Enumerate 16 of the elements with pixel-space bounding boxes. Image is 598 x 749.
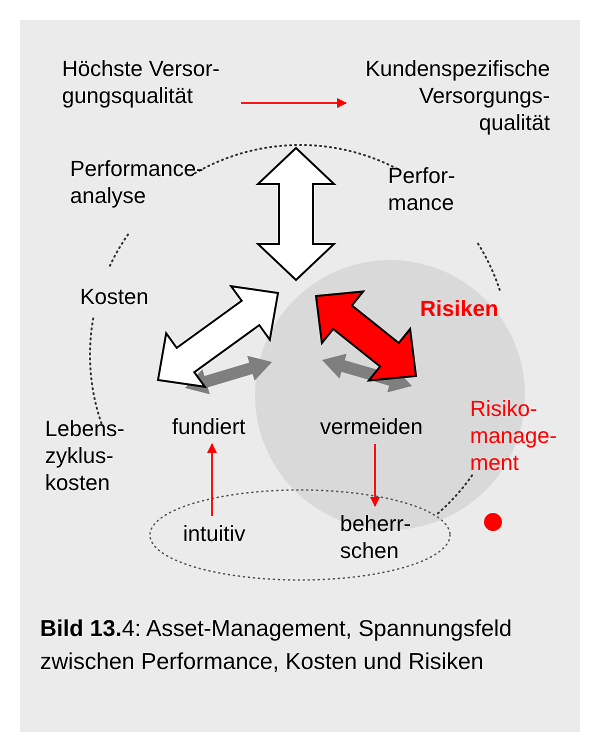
arrow <box>207 443 217 516</box>
node-label: fundiert <box>172 413 246 440</box>
text-label: Perfor- mance <box>388 162 456 216</box>
text-label: Lebens- zyklus- kosten <box>45 415 126 496</box>
text-label: Risiken <box>420 295 498 322</box>
figure-caption: Bild 13.4: Asset-Management, Spannungsfeld zwischen Performance, Kosten und Risiken <box>40 614 513 676</box>
text-label: Performance- analyse <box>70 155 204 209</box>
node-label: Höchste Versor- gungsqualität <box>62 55 237 109</box>
text-label: Risiko- manage- ment <box>470 395 558 476</box>
node-label: Kundenspezifische Versorgungs- qualität <box>350 55 550 136</box>
arrow <box>241 98 347 108</box>
arrow <box>370 444 380 507</box>
node-label: intuitiv <box>183 520 246 547</box>
node-label: vermeiden <box>320 413 423 440</box>
node-label: beherr- schen <box>340 510 420 564</box>
text-label: Kosten <box>80 283 148 310</box>
